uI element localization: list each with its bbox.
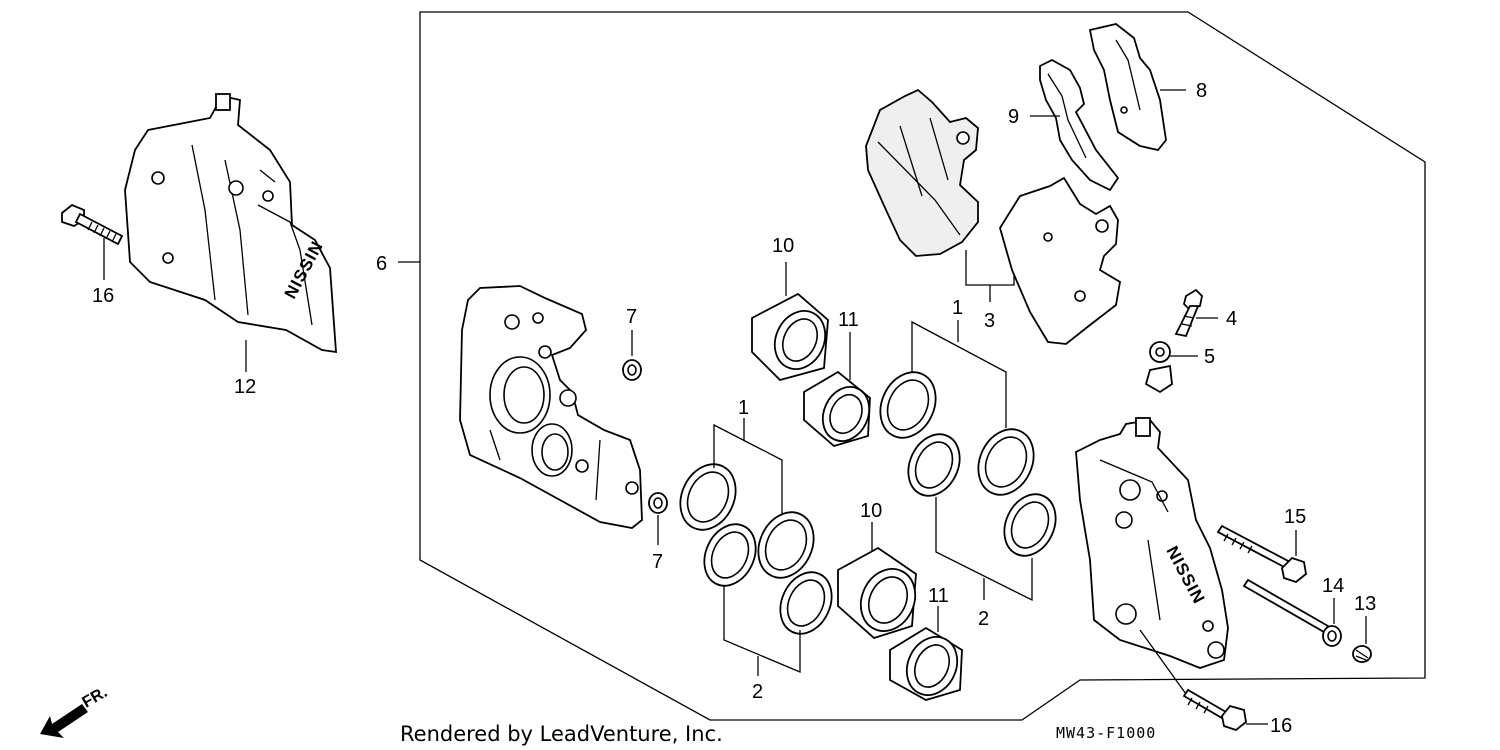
callout-7-bottom: 7 [652, 551, 663, 573]
callout-12: 12 [234, 376, 256, 398]
plug-13[interactable] [1352, 645, 1372, 663]
piston-seal-rings-right[interactable] [870, 363, 1065, 564]
caliper-assembly-12[interactable]: NISSIN [124, 93, 337, 354]
callout-14: 14 [1322, 575, 1344, 597]
seal-7-bottom[interactable] [648, 492, 668, 514]
bolt-16-right[interactable] [1182, 688, 1247, 732]
callout-4: 4 [1226, 308, 1237, 330]
pin-14[interactable] [1242, 578, 1342, 647]
callout-6: 6 [376, 253, 387, 275]
render-credit: Rendered by LeadVenture, Inc. [400, 722, 723, 746]
brake-pad-front[interactable] [865, 88, 979, 257]
callout-8: 8 [1196, 80, 1207, 102]
callout-2-right: 2 [978, 608, 989, 630]
leader-16-right-diag [1139, 629, 1187, 695]
callout-1-left: 1 [738, 397, 749, 419]
callout-16-right: 16 [1270, 715, 1292, 737]
brake-pad-rear[interactable] [999, 176, 1121, 345]
callout-7-top: 7 [626, 306, 637, 328]
callout-2-left: 2 [752, 681, 763, 703]
bracket-1-right [911, 320, 1007, 428]
caliper-half-right[interactable]: NISSIN [1075, 417, 1229, 669]
bleeder-screw-4[interactable] [1174, 288, 1203, 338]
piston-seal-rings-left[interactable] [670, 455, 841, 642]
pad-spring-9[interactable] [1039, 58, 1120, 192]
bleeder-cap-5[interactable] [1144, 341, 1173, 394]
bracket-1-left [713, 418, 783, 515]
callout-1-right: 1 [952, 297, 963, 319]
caliper-half-left[interactable] [459, 285, 643, 529]
bolt-16-left[interactable] [61, 203, 124, 246]
bolt-15[interactable] [1216, 524, 1307, 584]
piston-11-top[interactable] [803, 370, 878, 449]
pad-retainer-8[interactable] [1088, 23, 1167, 152]
callout-11-top: 11 [838, 309, 859, 331]
piston-10-bottom[interactable] [837, 546, 925, 640]
seal-7-top[interactable] [622, 359, 642, 381]
front-direction-arrow-icon [40, 704, 88, 738]
callout-10-bottom: 10 [860, 500, 882, 522]
assembly-boundary [419, 11, 1426, 721]
callout-11-bottom: 11 [928, 585, 949, 607]
bracket-2-right [935, 497, 1033, 602]
callout-13: 13 [1354, 593, 1376, 615]
diagram-code: MW43-F1000 [1056, 724, 1156, 742]
bracket-2-left [723, 585, 801, 676]
callout-5: 5 [1204, 346, 1215, 368]
callout-3: 3 [984, 310, 995, 332]
bracket-3 [965, 250, 1015, 302]
callout-15: 15 [1284, 506, 1306, 528]
callout-9: 9 [1008, 106, 1019, 128]
callout-16-left: 16 [92, 285, 114, 307]
callout-10-top: 10 [772, 235, 794, 257]
piston-10-top[interactable] [751, 292, 834, 382]
piston-11-bottom[interactable] [889, 626, 966, 703]
